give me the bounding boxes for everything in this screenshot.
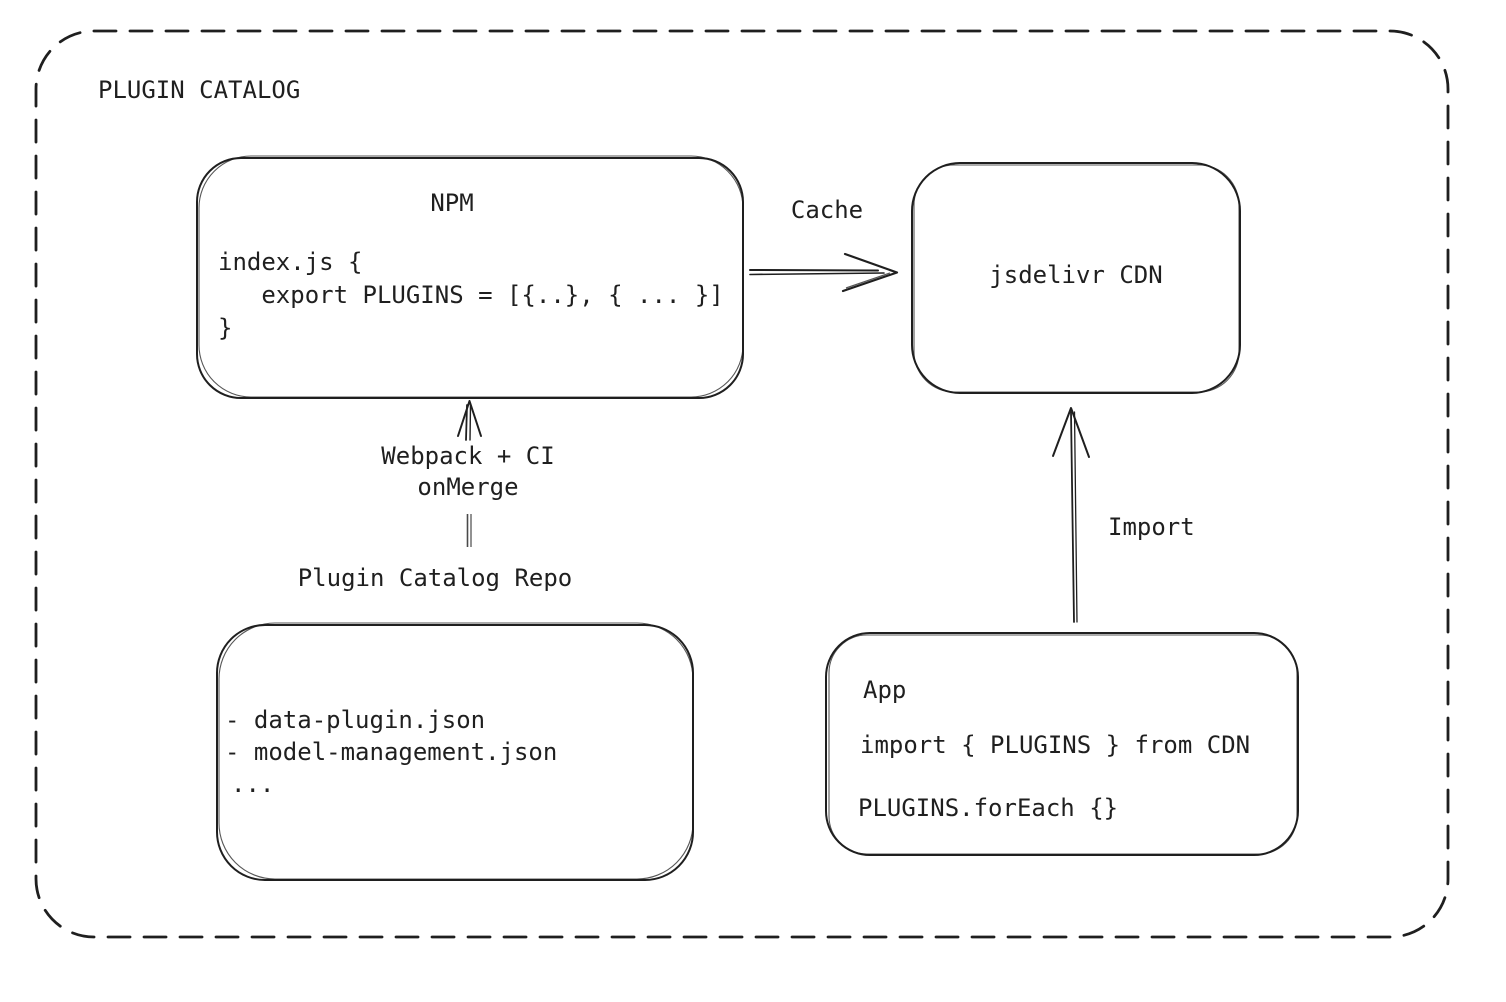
- repo-label: Plugin Catalog Repo: [297, 564, 573, 592]
- import-arrow: [1052, 407, 1090, 623]
- repo-file-line-3: ...: [231, 770, 275, 798]
- repo-file-line-1: - data-plugin.json: [225, 706, 486, 734]
- app-box-shape: [825, 632, 1299, 856]
- build-arrow-label-line1: Webpack + CI: [381, 442, 555, 470]
- npm-box-title: NPM: [430, 189, 474, 217]
- cdn-box-shape: [911, 162, 1241, 394]
- app-code-line-2: PLUGINS.forEach {}: [858, 794, 1119, 822]
- repo-box-shape: [216, 622, 694, 881]
- npm-code-line-1: index.js {: [218, 248, 363, 276]
- repo-file-line-2: - model-management.json: [225, 738, 558, 766]
- connector-line: [466, 514, 472, 547]
- app-box-title: App: [863, 676, 907, 704]
- cache-arrow-label: Cache: [790, 196, 864, 224]
- import-arrow-label: Import: [1108, 513, 1195, 541]
- frame-title: PLUGIN CATALOG: [98, 76, 301, 104]
- npm-box-shape: [196, 155, 744, 399]
- npm-code-line-3: }: [218, 314, 233, 342]
- cdn-box-title: jsdelivr CDN: [989, 261, 1163, 289]
- npm-code-line-2: export PLUGINS = [{..}, { ... }]: [218, 281, 724, 309]
- plugin-catalog-frame: [34, 29, 1450, 939]
- build-arrow-label-line2: onMerge: [417, 473, 519, 501]
- cache-arrow: [749, 252, 899, 293]
- build-arrow: [457, 400, 482, 441]
- app-code-line-1: import { PLUGINS } from CDN: [860, 731, 1251, 759]
